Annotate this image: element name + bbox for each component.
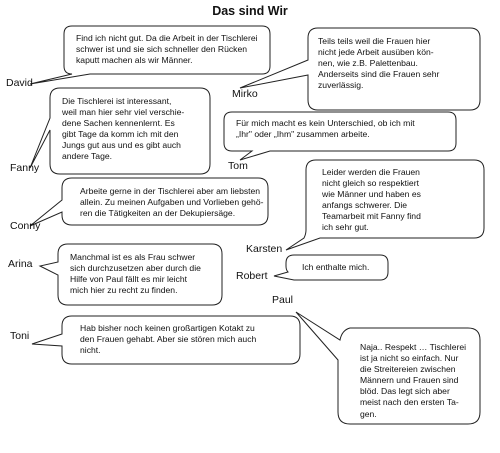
statement-mirko: Teils teils weil die Frauen hier nicht j… (318, 36, 440, 91)
statement-paul: Naja.. Respekt … Tischlerei ist ja nicht… (360, 342, 467, 419)
speech-bubble-paul (295, 311, 481, 425)
speech-bubble-fanny (29, 87, 211, 175)
speech-bubble-karsten (285, 159, 485, 251)
statement-david: Find ich nicht gut. Da die Arbeit in der… (76, 33, 258, 66)
speech-bubble-arina (38, 243, 223, 306)
speaker-name-mirko: Mirko (232, 88, 258, 100)
statement-toni: Hab bisher noch keinen großartigen Kotak… (80, 323, 257, 356)
speech-bubble-robert (273, 254, 389, 281)
speaker-name-conny: Conny (10, 220, 41, 232)
speech-bubble-david (29, 25, 271, 85)
speaker-name-tom: Tom (228, 160, 248, 172)
speaker-name-karsten: Karsten (246, 243, 283, 255)
statement-arina: Manchmal ist es als Frau schwer sich dur… (70, 252, 201, 296)
speaker-name-paul: Paul (272, 294, 294, 306)
speech-bubble-conny (29, 177, 269, 227)
speaker-name-toni: Toni (10, 330, 30, 342)
speech-bubble-mirko (239, 27, 481, 111)
statement-karsten: Leider werden die Frauen nicht gleich so… (322, 167, 421, 233)
speaker-name-robert: Robert (236, 270, 268, 282)
speaker-name-david: David (6, 77, 33, 89)
statement-robert: Ich enthalte mich. (302, 262, 370, 272)
speaker-name-fanny: Fanny (10, 162, 40, 174)
statement-conny: Arbeite gerne in der Tischlerei aber am … (80, 186, 264, 219)
speech-bubble-tom (223, 111, 457, 161)
speaker-name-arina: Arina (8, 258, 33, 270)
page-title: Das sind Wir (212, 4, 288, 18)
speech-bubble-toni (31, 315, 301, 365)
statement-tom: Für mich macht es kein Unterschied, ob i… (236, 118, 415, 140)
statement-fanny: Die Tischlerei ist interessant, weil man… (62, 96, 185, 162)
